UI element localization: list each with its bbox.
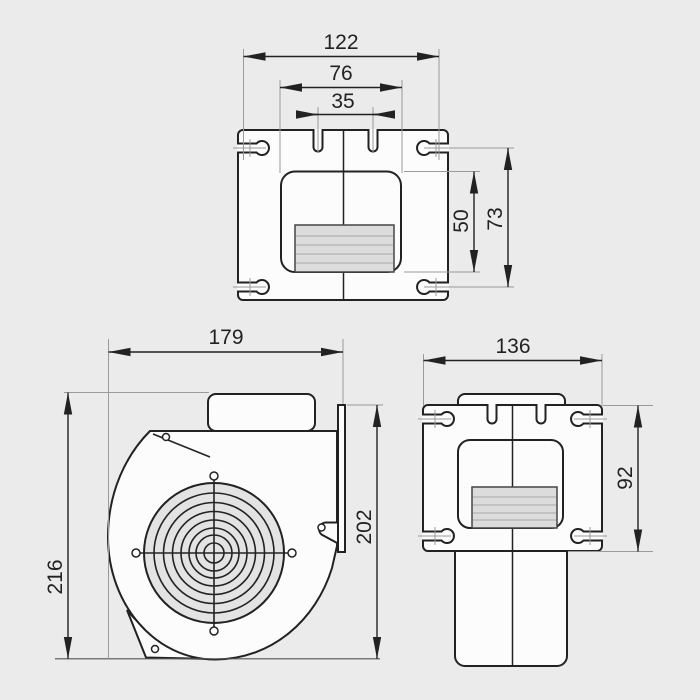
u-notch (486, 404, 498, 425)
dimension-label: 76 (329, 62, 352, 85)
dimension-122: 122 (243, 31, 440, 160)
grille-mount-hole (209, 626, 219, 636)
dimension-label: 35 (331, 90, 354, 113)
label-plate (471, 486, 558, 529)
dimension-76: 76 (279, 62, 403, 173)
motor-box (207, 393, 316, 432)
dimension-label: 216 (44, 559, 67, 594)
screw-hole (317, 523, 326, 532)
dimension-92: 92 (568, 405, 653, 552)
dimension-label: 179 (208, 326, 243, 349)
side-view: 179 216 202 (44, 326, 383, 661)
dimension-label: 202 (353, 509, 376, 544)
label-plate-body (294, 224, 395, 273)
dimension-50: 50 (404, 171, 480, 273)
screw-hole (161, 432, 171, 442)
dimension-136: 136 (423, 335, 603, 406)
dimension-179: 179 (108, 326, 344, 659)
dimension-label: 73 (484, 207, 507, 230)
u-notch (535, 404, 547, 425)
top-view: 122 76 35 50 73 (233, 31, 514, 301)
grille-mount-hole (131, 548, 141, 558)
dimension-label: 136 (495, 335, 530, 358)
label-plate-body (471, 486, 558, 529)
dimension-label: 92 (614, 466, 637, 489)
outlet-duct (454, 549, 568, 667)
grille-mount-hole (287, 548, 297, 558)
dimension-label: 122 (323, 31, 358, 54)
label-plate (294, 224, 395, 273)
dimension-label: 50 (450, 209, 473, 232)
dimension-216: 216 (44, 392, 209, 659)
screw-hole (150, 644, 160, 654)
inlet-grille (131, 471, 297, 636)
dimension-35: 35 (296, 90, 395, 152)
grille-mount-hole (209, 471, 219, 481)
dimension-73: 73 (424, 147, 514, 288)
dimension-202: 202 (347, 404, 383, 659)
rear-view: 136 92 (418, 335, 653, 667)
flange-plate-edge (337, 404, 346, 553)
